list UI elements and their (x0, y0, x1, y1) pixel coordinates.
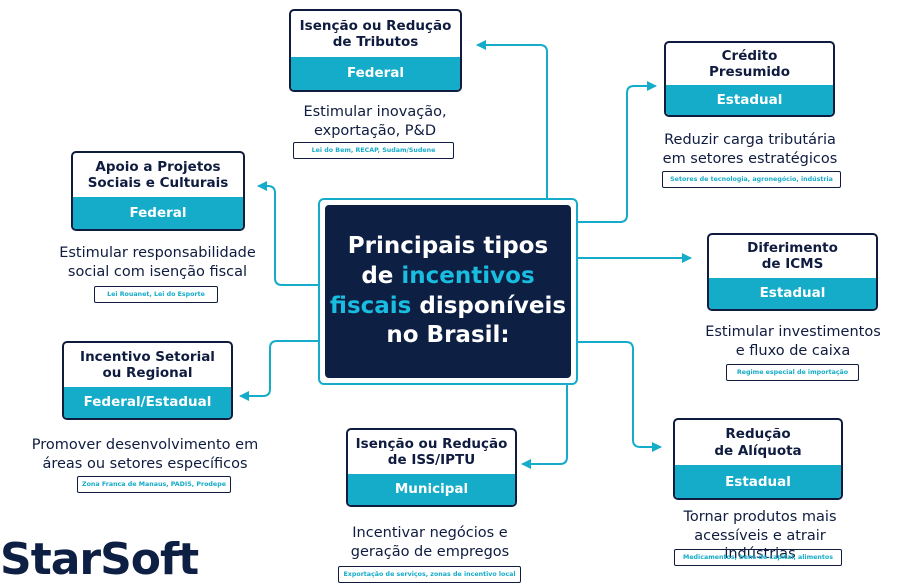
center-line-2: de incentivos (361, 262, 535, 289)
card-tag: Lei do Bem, RECAP, Sudam/Sudene (293, 142, 454, 159)
card-title: Diferimento de ICMS (747, 240, 838, 273)
card-credito-presumido: Crédito Presumido Estadual (664, 41, 835, 117)
card-isencao-iss-iptu: Isenção ou Redução de ISS/IPTU Municipal (346, 428, 517, 507)
card-level: Municipal (348, 473, 515, 505)
center-frame (318, 198, 578, 385)
card-description: Estimular responsabilidade social com is… (59, 245, 256, 280)
card-tag: Setores de tecnologia, agronegócio, indú… (662, 171, 841, 188)
card-level: Federal (291, 56, 460, 90)
starsoft-logo: StarSoft (0, 534, 199, 585)
card-diferimento-icms: Diferimento de ICMS Estadual (707, 233, 878, 311)
card-title: Apoio a Projetos Sociais e Culturais (87, 158, 229, 192)
card-apoio-projetos: Apoio a Projetos Sociais e Culturais Fed… (71, 151, 245, 231)
card-reducao-aliquota: Redução de Alíquota Estadual (673, 418, 843, 500)
card-title: Isenção ou Redução de Tributos (299, 17, 452, 50)
card-description: Estimular inovação, exportação, P&D (303, 104, 447, 139)
arrow-setorial (239, 340, 319, 401)
center-line-1: Principais tipos (347, 232, 549, 259)
arrow-tributos (476, 40, 548, 199)
card-description: Estimular investimentos e fluxo de caixa (705, 324, 881, 359)
arrow-projetos (257, 181, 319, 286)
card-level: Federal/Estadual (64, 386, 231, 418)
card-description: Incentivar negócios e geração de emprego… (350, 525, 510, 560)
center-title: Principais tipos de incentivos fiscais d… (325, 205, 571, 378)
center-line-4: no Brasil: (386, 322, 510, 349)
card-title: Incentivo Setorial ou Regional (80, 348, 215, 381)
card-title: Isenção ou Redução de ISS/IPTU (355, 435, 508, 468)
card-title: Redução de Alíquota (714, 426, 802, 459)
card-description: Tornar produtos mais acessíveis e atrair… (683, 509, 837, 563)
card-tag: Zona Franca de Manaus, PADIS, Prodepe (77, 476, 231, 493)
card-tag: Regime especial de importação (726, 364, 859, 381)
card-incentivo-setorial: Incentivo Setorial ou Regional Federal/E… (62, 341, 233, 420)
arrow-iss (521, 384, 568, 469)
card-level: Estadual (666, 84, 833, 115)
card-tag: Medicamentos, bens de capital, alimentos (674, 549, 842, 566)
card-description: Promover desenvolvimento em áreas ou set… (31, 437, 259, 472)
card-isencao-tributos: Isenção ou Redução de Tributos Federal (289, 9, 462, 92)
card-level: Estadual (675, 465, 841, 498)
arrow-credito (577, 81, 657, 223)
card-tag: Lei Rouanet, Lei do Esporte (94, 286, 218, 303)
card-title: Crédito Presumido (709, 47, 790, 80)
card-description: Reduzir carga tributária em setores estr… (662, 132, 838, 167)
card-level: Federal (73, 197, 243, 229)
arrow-aliquota (577, 341, 662, 452)
card-level: Estadual (709, 277, 876, 309)
center-line-3: fiscais disponíveis (329, 292, 567, 319)
card-tag: Exportação de serviços, zonas de incenti… (338, 566, 521, 583)
